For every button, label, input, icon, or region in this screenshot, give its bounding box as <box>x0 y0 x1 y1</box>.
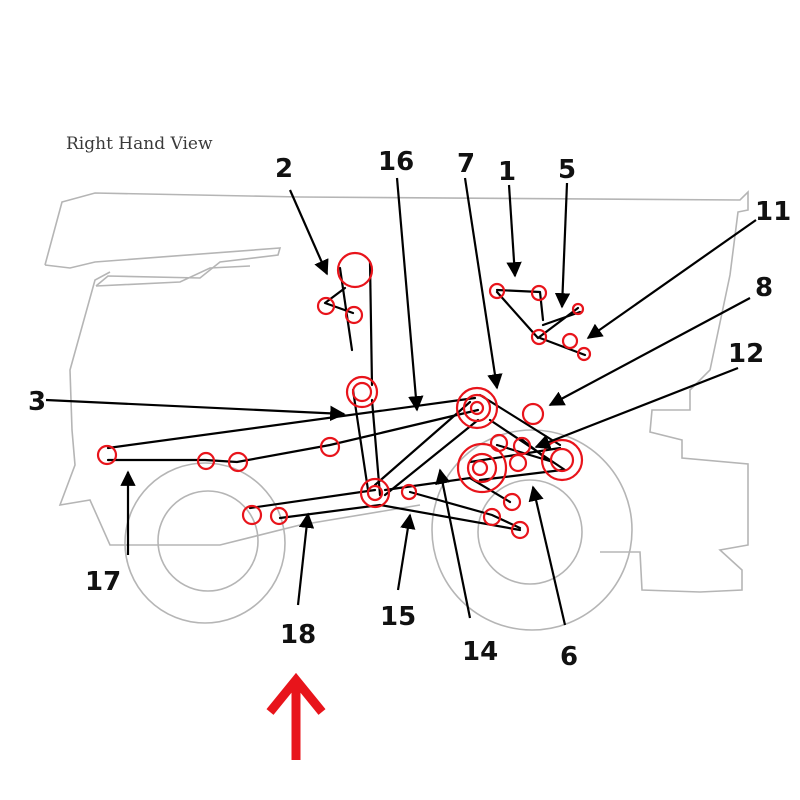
pulley <box>576 346 592 362</box>
pulley <box>196 451 216 471</box>
cab-line <box>95 265 251 287</box>
pulley <box>488 282 506 300</box>
pulley <box>561 332 579 350</box>
pulley <box>508 453 528 473</box>
pulley <box>530 328 548 346</box>
pulley <box>469 400 485 416</box>
pulley <box>540 438 584 482</box>
pulley <box>462 393 492 423</box>
pulley <box>269 506 289 526</box>
belts <box>106 260 587 532</box>
pulley <box>400 483 418 501</box>
callout-6: 6 <box>560 642 578 672</box>
pulley <box>549 447 575 473</box>
callout-16: 16 <box>378 147 414 177</box>
pulley <box>345 375 379 409</box>
callout-12: 12 <box>728 339 764 369</box>
rear-wheel-inner <box>477 479 583 585</box>
pulley <box>521 402 545 426</box>
pulley <box>344 305 364 325</box>
callout-2: 2 <box>275 154 293 184</box>
callout-labels: 1 2 3 5 6 7 8 11 12 14 15 16 17 18 <box>28 147 791 672</box>
leader-lines <box>45 177 757 626</box>
pulley <box>96 444 118 466</box>
pulley <box>482 507 502 527</box>
pulley <box>316 296 336 316</box>
cab-roof <box>44 247 282 287</box>
callout-15: 15 <box>380 602 416 632</box>
pulley <box>319 436 341 458</box>
pulley <box>456 442 508 494</box>
pulley <box>466 452 498 484</box>
pulley <box>571 302 585 316</box>
front-wheel-inner <box>157 490 259 592</box>
pulley <box>359 477 391 509</box>
callout-14: 14 <box>462 637 498 667</box>
pulley <box>510 520 530 540</box>
rear-wheel-outer <box>431 429 633 631</box>
pulley <box>241 504 263 526</box>
machine-outline <box>44 190 749 631</box>
callout-18: 18 <box>280 620 316 650</box>
body-outline <box>44 190 749 593</box>
pulley <box>455 386 499 430</box>
pulley <box>351 381 373 403</box>
pulley <box>336 251 374 289</box>
front-wheel-outer <box>124 462 286 624</box>
up-arrow-icon <box>266 672 326 760</box>
pulley <box>530 284 548 302</box>
pulley <box>489 433 509 453</box>
callout-11: 11 <box>755 197 791 227</box>
pulley <box>366 484 384 502</box>
pulley <box>502 492 522 512</box>
pulleys <box>96 251 592 540</box>
view-title: Right Hand View <box>66 134 213 154</box>
pulley <box>512 436 532 456</box>
pulley <box>471 459 489 477</box>
callout-3: 3 <box>28 387 46 417</box>
callout-1: 1 <box>498 157 516 187</box>
callout-7: 7 <box>457 149 475 179</box>
pulley <box>227 451 249 473</box>
callout-8: 8 <box>755 273 773 303</box>
callout-17: 17 <box>85 567 121 597</box>
callout-5: 5 <box>558 155 576 185</box>
